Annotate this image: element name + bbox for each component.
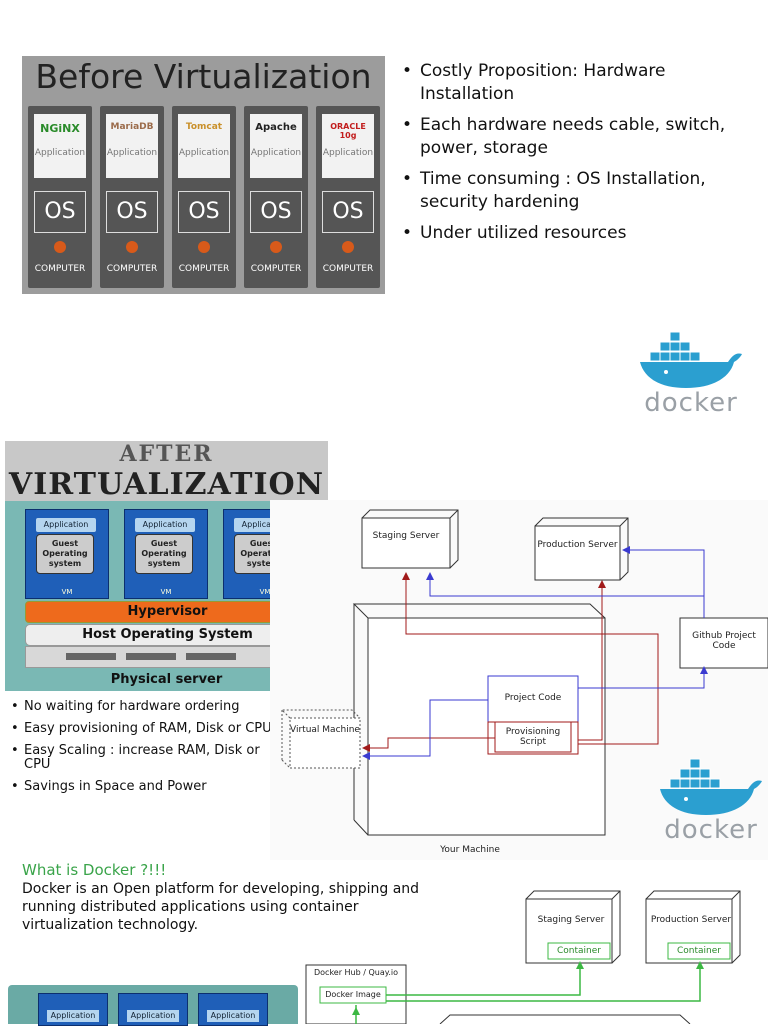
app-label: Application xyxy=(207,1010,259,1022)
os-label: OS xyxy=(34,191,86,233)
production-server-label: Production Server xyxy=(537,540,618,550)
hypervisor-bar: Hypervisor xyxy=(25,601,310,623)
docker-whale-icon xyxy=(640,331,742,388)
container-label-1: Container xyxy=(557,946,601,956)
before-title: Before Virtualization xyxy=(35,57,372,96)
project-code-label: Project Code xyxy=(504,693,562,703)
computer-label: COMPUTER xyxy=(106,264,158,274)
app-label: Application xyxy=(47,1010,99,1022)
before-bullet-list: Costly Proposition: Hardware Installatio… xyxy=(398,60,758,253)
after-header: After Virtualization xyxy=(5,441,328,502)
computer-mariadb: MariaDB Application OS COMPUTER xyxy=(100,106,164,288)
host-os-bar: Host Operating System xyxy=(25,624,310,646)
red-provision-lines xyxy=(366,574,659,749)
app-label: Application xyxy=(322,148,374,158)
docker-image-label: Docker Image xyxy=(325,990,381,999)
power-led xyxy=(342,241,354,253)
container-box: Application xyxy=(118,993,188,1026)
before-bullet: Costly Proposition: Hardware Installatio… xyxy=(398,60,758,106)
app-label: Application xyxy=(178,148,230,158)
after-bullet: Easy Scaling : increase RAM, Disk or CPU xyxy=(10,744,275,772)
docker-wordmark: docker xyxy=(664,815,758,845)
production-server-box xyxy=(534,517,629,581)
container-stack-image: Application Application Application xyxy=(8,985,298,1026)
your-machine-label: Your Machine xyxy=(440,845,500,855)
computer-label: COMPUTER xyxy=(178,264,230,274)
os-label: OS xyxy=(322,191,374,233)
what-is-docker-text: Docker is an Open platform for developin… xyxy=(22,881,420,933)
nginx-logo: NGiNX xyxy=(40,122,80,135)
vm-app: Application xyxy=(36,518,96,532)
provisioning-script-label: Provisioning Script xyxy=(505,727,561,747)
server-rack xyxy=(25,646,310,668)
app-label: Application xyxy=(34,148,86,158)
after-bullet: No waiting for hardware ordering xyxy=(10,700,275,715)
docker-whale-icon xyxy=(660,758,762,815)
computer-label: COMPUTER xyxy=(322,264,374,274)
physical-server-label: Physical server xyxy=(110,672,223,687)
power-led xyxy=(126,241,138,253)
docker-logo-2: docker xyxy=(656,755,766,845)
power-led xyxy=(270,241,282,253)
oracle-logo: ORACLE 10g xyxy=(330,122,366,140)
app-label: Application xyxy=(250,148,302,158)
workflow-diagram xyxy=(280,509,768,836)
production-server-label-2: Production Server xyxy=(650,915,732,925)
after-title-line2: Virtualization xyxy=(8,467,325,502)
tomcat-logo: Tomcat xyxy=(185,122,223,132)
guest-os: Guest Operating system xyxy=(135,534,193,574)
what-is-docker-title: What is Docker ?!!! xyxy=(22,861,167,879)
before-virtualization-image: Before Virtualization NGiNX Application O… xyxy=(22,56,385,294)
before-bullet: Each hardware needs cable, switch, power… xyxy=(398,114,758,160)
before-bullet: Time consuming : OS Installation, securi… xyxy=(398,168,758,214)
container-label-2: Container xyxy=(677,946,721,956)
project-code-box xyxy=(487,675,579,723)
power-led xyxy=(54,241,66,253)
github-label: Github Project Code xyxy=(692,631,756,651)
computer-nginx: NGiNX Application OS COMPUTER xyxy=(28,106,92,288)
computer-label: COMPUTER xyxy=(250,264,302,274)
vm-app: Application xyxy=(135,518,195,532)
vm-box: Application Guest Operating system VM xyxy=(25,509,109,599)
staging-server-label-2: Staging Server xyxy=(537,915,605,925)
container-box: Application xyxy=(198,993,268,1026)
github-box xyxy=(679,617,768,669)
blue-code-lines xyxy=(366,549,705,757)
vm-label: VM xyxy=(259,588,271,596)
docker-hub-label: Docker Hub / Quay.io xyxy=(313,968,399,977)
docker-logo: docker xyxy=(636,328,746,418)
os-label: OS xyxy=(250,191,302,233)
vm-label: VM xyxy=(160,588,172,596)
app-label: Application xyxy=(106,148,158,158)
vm-box: Application Guest Operating system VM xyxy=(124,509,208,599)
docker-wordmark: docker xyxy=(644,388,738,418)
app-label: Application xyxy=(127,1010,179,1022)
os-label: OS xyxy=(106,191,158,233)
container-box: Application xyxy=(38,993,108,1026)
apache-logo: Apache xyxy=(255,122,297,133)
docker-flow-diagram xyxy=(305,890,741,1024)
before-bullet: Under utilized resources xyxy=(398,222,758,245)
virtual-machine-box xyxy=(280,709,361,769)
drive-slot xyxy=(186,653,236,660)
staging-server-box xyxy=(361,509,459,569)
after-bullet-list: No waiting for hardware ordering Easy pr… xyxy=(10,700,275,802)
after-bullet: Easy provisioning of RAM, Disk or CPU xyxy=(10,722,275,737)
after-title-line1: After xyxy=(119,441,214,467)
computer-label: COMPUTER xyxy=(34,264,86,274)
provisioning-box xyxy=(487,721,579,755)
staging-server-label: Staging Server xyxy=(372,531,440,541)
power-led xyxy=(198,241,210,253)
after-bullet: Savings in Space and Power xyxy=(10,780,275,795)
virtual-machine-label: Virtual Machine xyxy=(290,725,360,735)
mariadb-logo: MariaDB xyxy=(110,122,154,132)
guest-os: Guest Operating system xyxy=(36,534,94,574)
vm-label: VM xyxy=(61,588,73,596)
drive-slot xyxy=(66,653,116,660)
os-label: OS xyxy=(178,191,230,233)
drive-slot xyxy=(126,653,176,660)
